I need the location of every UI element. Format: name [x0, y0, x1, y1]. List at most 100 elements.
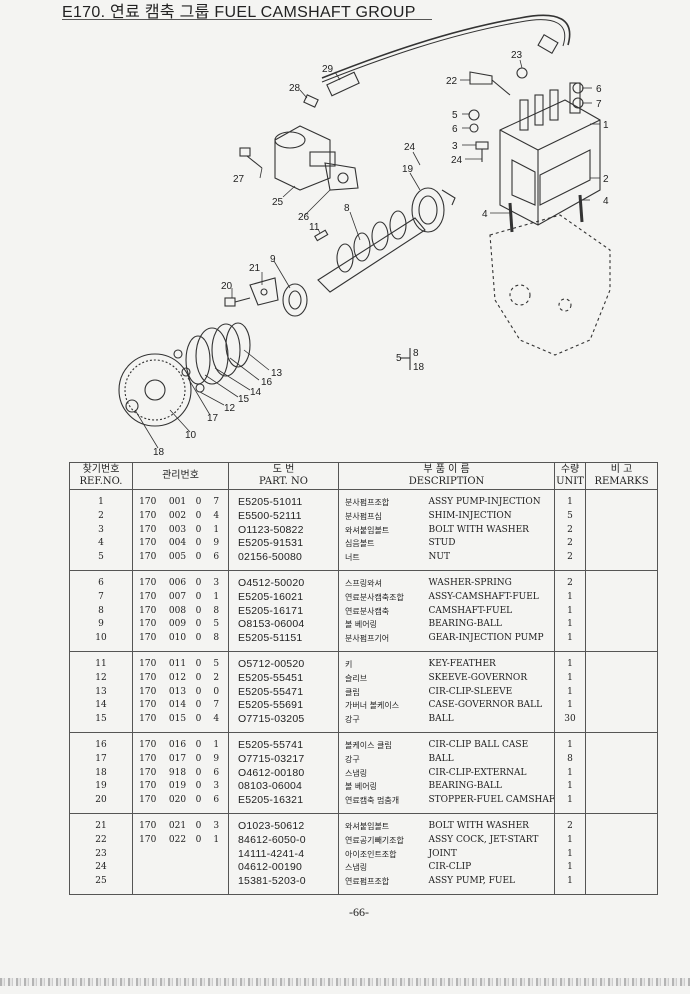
mgmt-cell	[193, 848, 205, 862]
mgmt-cell: 1	[204, 833, 229, 848]
remarks-cell	[585, 752, 659, 767]
part-no-cell: E5205-16171	[228, 604, 339, 619]
ref-no-cell: 11	[69, 651, 133, 672]
mgmt-cell: 5	[204, 651, 229, 672]
part-no-cell: O1123-50822	[228, 523, 339, 538]
mgmt-cell: 4	[204, 509, 229, 524]
mgmt-cell: 170	[132, 780, 163, 795]
mgmt-cell: 9	[204, 752, 229, 767]
description-ko-cell: 스냅링	[338, 861, 427, 876]
remarks-cell	[585, 671, 659, 686]
callout-22: 22	[446, 76, 458, 87]
part-no-cell: E5205-16321	[228, 794, 339, 814]
mgmt-cell: 1	[204, 523, 229, 538]
callout-6: 7	[596, 99, 602, 110]
mgmt-cell	[162, 875, 193, 895]
description-ko-cell: 강구	[338, 713, 427, 733]
remarks-cell	[585, 618, 659, 633]
remarks-cell	[585, 766, 659, 781]
remarks-cell	[585, 699, 659, 714]
description-en-cell: BEARING-BALL	[426, 618, 556, 633]
mgmt-cell: 3	[204, 570, 229, 591]
unit-cell: 1	[554, 766, 587, 781]
mgmt-cell	[132, 861, 163, 876]
unit-cell: 1	[554, 651, 587, 672]
unit-cell: 1	[554, 632, 587, 652]
mgmt-cell: 009	[168, 619, 187, 630]
mgmt-cell: 021	[168, 820, 187, 831]
part-no-cell: 08103-06004	[228, 780, 339, 795]
part-no-cell: E5205-55451	[228, 671, 339, 686]
ref-no-cell: 14	[69, 699, 133, 714]
mgmt-cell	[132, 847, 163, 862]
unit-cell: 8	[554, 752, 587, 767]
mgmt-cell: 9	[204, 537, 229, 552]
part-no-cell: O4512-50020	[228, 570, 339, 591]
unit-cell: 5	[554, 509, 587, 524]
description-ko-cell: 키	[338, 651, 427, 672]
ref-no-cell: 23	[69, 847, 133, 862]
mgmt-cell: 170	[132, 570, 163, 591]
mgmt-cell: 016	[168, 739, 187, 750]
remarks-cell	[585, 875, 659, 895]
part-no-cell: 15381-5203-0	[228, 875, 339, 895]
part-no-cell: E5205-91531	[228, 537, 339, 552]
mgmt-cell: 6	[204, 794, 229, 814]
mgmt-cell: 170	[132, 537, 163, 552]
mgmt-cell	[204, 875, 229, 895]
mgmt-cell: 0	[195, 700, 202, 711]
callout-5: 6	[596, 84, 602, 95]
page-number: -66-	[349, 905, 369, 919]
remarks-cell	[585, 651, 659, 672]
mgmt-cell: 7	[204, 489, 229, 510]
unit-cell: 1	[554, 685, 587, 700]
mgmt-cell: 7	[204, 699, 229, 714]
mgmt-cell: 010	[162, 632, 193, 652]
description-ko-cell: 스냅링	[338, 766, 427, 781]
part-no-cell: E5205-55741	[228, 732, 339, 753]
description-ko-cell: 볼케이스 클립	[338, 732, 427, 753]
mgmt-cell: 0	[195, 739, 202, 750]
callout-23: 23	[511, 50, 523, 61]
callout-6b: 6	[452, 124, 458, 135]
ref-no-cell: 20	[69, 794, 133, 814]
description-ko-cell: 와셔붙임볼트	[338, 523, 427, 538]
mgmt-cell: 3	[204, 780, 229, 795]
page-title: E170. 연료 캠축 그룹 FUEL CAMSHAFT GROUP	[62, 4, 416, 21]
unit-cell: 2	[554, 551, 587, 571]
callout-8: 8	[344, 203, 350, 214]
title-underline	[62, 19, 432, 20]
mgmt-cell: 013	[168, 686, 187, 697]
unit-cell: 2	[554, 570, 587, 591]
mgmt-cell: 015	[162, 713, 193, 733]
part-no-cell: 02156-50080	[228, 551, 339, 571]
description-ko-cell: 연료펌프조합	[338, 875, 427, 895]
mgmt-cell: 170	[132, 604, 163, 619]
callout-16: 16	[261, 377, 273, 388]
mgmt-cell: 170	[132, 699, 163, 714]
remarks-cell	[585, 861, 659, 876]
remarks-cell	[585, 509, 659, 524]
callout-15: 15	[238, 394, 250, 405]
description-ko-cell: 연료분사캠축	[338, 604, 427, 619]
description-en-cell: SHIM-INJECTION	[426, 509, 556, 524]
description-en-cell: GEAR-INJECTION PUMP	[426, 632, 556, 652]
callout-5b: 5	[452, 110, 458, 121]
part-no-cell: O5712-00520	[228, 651, 339, 672]
mgmt-cell: 014	[168, 700, 187, 711]
mgmt-cell: 8	[204, 632, 229, 652]
